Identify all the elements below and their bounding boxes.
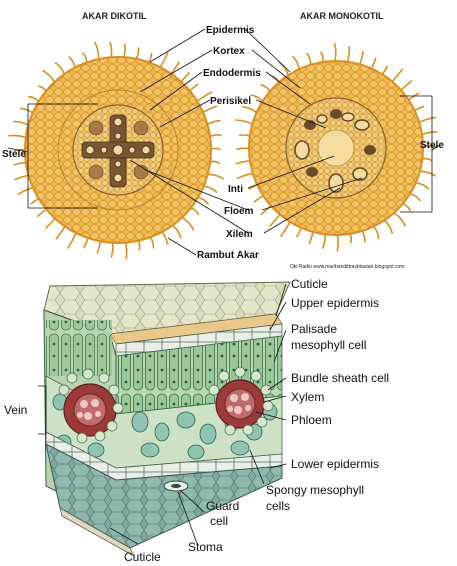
- root-hair: [54, 62, 66, 76]
- label-lower-epidermis: Lower epidermis: [291, 457, 379, 471]
- root-hair: [358, 50, 364, 66]
- root-hair: [322, 232, 326, 249]
- label-inti: Inti: [228, 184, 243, 195]
- root-leader-lines: [7, 28, 441, 256]
- root-hair: [14, 174, 31, 181]
- bundle-sheath-cells: [58, 366, 274, 444]
- root-hair: [336, 233, 339, 252]
- root-hair: [205, 119, 221, 126]
- root-cross-section-diagram: AKAR DIKOTIL AKAR MONOKOTIL: [2, 11, 444, 270]
- label-stoma: Stoma: [188, 540, 223, 554]
- credit-text: Oki Radio www.maribandittraybtastari.blo…: [290, 264, 405, 270]
- root-hair: [346, 46, 351, 64]
- root-hair: [241, 106, 259, 115]
- label-floem: Floem: [224, 206, 254, 217]
- root-hair: [417, 116, 437, 124]
- label-stele-right: Stele: [420, 140, 444, 151]
- root-hair: [206, 173, 224, 180]
- root-hair: [160, 230, 169, 245]
- root-hair: [94, 41, 100, 61]
- dicot-title: AKAR DIKOTIL: [82, 11, 147, 21]
- root-hair: [170, 224, 182, 239]
- leaf-leader-lines: [38, 283, 287, 547]
- label-cuticle-top: Cuticle: [291, 277, 328, 291]
- root-hair: [42, 70, 56, 84]
- label-cuticle-bottom: Cuticle: [124, 550, 161, 564]
- root-hair: [17, 186, 35, 195]
- root-hair: [169, 61, 180, 76]
- root-hair: [180, 216, 195, 231]
- root-hair: [67, 231, 77, 249]
- dicot-xylem-cross: [81, 114, 155, 188]
- root-hair: [250, 94, 264, 104]
- root-hair: [201, 185, 218, 193]
- root-hair: [371, 225, 380, 240]
- label-perisikel: Perisikel: [210, 96, 251, 107]
- root-hair: [390, 68, 404, 84]
- root-hair: [392, 211, 406, 227]
- lower-cuticle-edge: [59, 507, 135, 557]
- label-xylem: Xylem: [291, 390, 324, 404]
- root-hair: [55, 224, 67, 240]
- label-spongy-2: cells: [266, 499, 290, 513]
- root-hair: [13, 120, 30, 127]
- root-hair: [122, 43, 126, 59]
- root-hair: [292, 55, 301, 71]
- root-hair: [418, 170, 436, 177]
- root-hair: [19, 107, 35, 115]
- label-stele-left: Stele: [2, 149, 26, 160]
- label-xilem: Xilem: [226, 229, 253, 240]
- label-vein: Vein: [4, 403, 27, 417]
- label-guard-1: Guard: [206, 499, 239, 513]
- root-hair: [413, 181, 430, 190]
- label-palisade-1: Palisade: [291, 322, 337, 336]
- root-hair: [110, 241, 114, 258]
- root-hair: [333, 43, 337, 63]
- vein-right: [215, 379, 265, 429]
- root-hair: [8, 134, 28, 139]
- root-hair: [235, 119, 254, 126]
- root-hair: [420, 131, 438, 136]
- root-hair: [45, 216, 57, 229]
- label-kortex: Kortex: [213, 46, 245, 57]
- label-endodermis: Endodermis: [203, 68, 261, 79]
- root-hair: [201, 105, 218, 114]
- root-hair: [399, 80, 413, 92]
- dicot-root: [8, 41, 224, 260]
- label-spongy-1: Spongy mesophyll: [266, 483, 364, 497]
- monocot-root: [235, 43, 438, 252]
- label-palisade-2: mesophyll cell: [291, 338, 366, 352]
- label-epidermis: Epidermis: [206, 25, 255, 36]
- root-hair: [236, 172, 255, 180]
- label-phloem: Phloem: [291, 413, 332, 427]
- stoma: [163, 480, 189, 492]
- label-guard-2: cell: [210, 514, 228, 528]
- root-hair: [280, 220, 292, 237]
- label-upper-epidermis: Upper epidermis: [291, 296, 379, 310]
- root-hair: [109, 41, 113, 60]
- label-bundle-sheath: Bundle sheath cell: [291, 371, 389, 385]
- root-hair: [124, 240, 128, 260]
- label-rambut-akar: Rambut Akar: [197, 250, 259, 261]
- monocot-vascular-ring: [294, 109, 376, 193]
- root-hair: [235, 160, 252, 165]
- monocot-title: AKAR MONOKOTIL: [300, 11, 384, 21]
- root-hair: [382, 218, 393, 234]
- leaf-cross-section-diagram: Cuticle Upper epidermis Palisade mesophy…: [4, 277, 389, 564]
